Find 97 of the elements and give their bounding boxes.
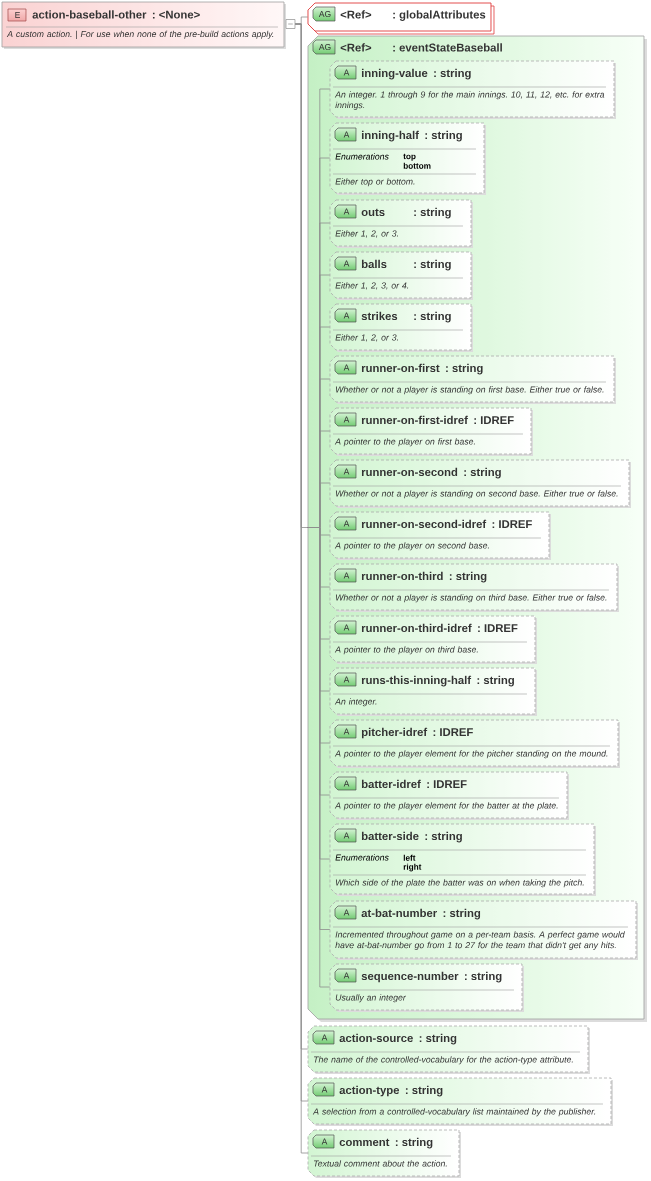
attribute-badge: A xyxy=(334,620,357,635)
type-name: : string xyxy=(405,1085,443,1097)
type-name: : string xyxy=(477,675,514,687)
attribute-badge: A xyxy=(334,65,357,80)
description: An integer. xyxy=(334,698,377,707)
attribute-badge: A xyxy=(334,412,357,427)
description: Either top or bottom. xyxy=(335,178,415,187)
item-name: runs-this-inning-half xyxy=(361,675,472,687)
item-name: runner-on-second xyxy=(361,467,458,477)
description: A pointer to the player on second base. xyxy=(334,542,489,551)
item-name: inning-half xyxy=(362,130,419,142)
description: Incremented throughout game on a per-team basis. A perfect game would have at-bat-number go from 1 to 27 for the team that didn't get any hits. xyxy=(335,931,625,950)
attribute-badge: A xyxy=(312,1030,335,1045)
type-name: : string xyxy=(446,363,483,375)
item-name: batter-side xyxy=(361,831,419,841)
type-name: : string xyxy=(414,259,451,271)
enumeration-value: bottom xyxy=(403,162,431,169)
enumeration-label: Enumerations xyxy=(335,153,389,160)
attribute-group-badge: AG xyxy=(312,6,336,22)
attribute-badge: A xyxy=(334,127,357,142)
type-name: : IDREF xyxy=(474,416,514,424)
item-name: comment xyxy=(339,1138,390,1147)
item-name: runner-on-third-idref xyxy=(361,623,472,633)
attribute-badge: A xyxy=(334,516,357,531)
attribute-badge: A xyxy=(334,568,357,583)
enumeration-label: Enumerations xyxy=(335,854,389,861)
description: A pointer to the player element for the pitcher standing on the mound. xyxy=(334,750,608,759)
type-name: : IDREF xyxy=(433,728,473,736)
type-name: : IDREF xyxy=(478,624,518,632)
type-name: : string xyxy=(425,831,462,843)
description: A custom action. | For use when none of the pre-build actions apply. xyxy=(6,30,274,39)
attribute-group-badge: AG xyxy=(312,39,336,55)
description: Which side of the plate the batter was on when taking the pitch. xyxy=(335,879,584,888)
item-name: action-type xyxy=(339,1085,400,1097)
enumeration-value: top xyxy=(403,153,416,161)
description: A pointer to the player on first base. xyxy=(334,438,475,447)
description: Whether or not a player is standing on second base. Either true or false. xyxy=(335,490,618,499)
description: Either 1, 2, or 3. xyxy=(335,230,398,238)
item-name: runner-on-first xyxy=(361,363,440,373)
attribute-badge: A xyxy=(334,360,357,375)
attribute-badge: A xyxy=(334,256,357,271)
item-name: pitcher-idref xyxy=(361,727,428,739)
attribute-badge: A xyxy=(334,828,357,843)
description: A selection from a controlled-vocabulary list maintained by the publisher. xyxy=(312,1108,596,1117)
element-badge: E xyxy=(7,8,27,22)
description: Whether or not a player is standing on third base. Either true or false. xyxy=(335,594,607,603)
description: Textual comment about the action. xyxy=(314,1160,447,1167)
type-name: : globalAttributes xyxy=(393,10,486,21)
type-name: : string xyxy=(425,130,462,142)
description: Either 1, 2, 3, or 4. xyxy=(335,282,409,290)
item-name: <Ref> xyxy=(340,43,372,52)
attribute-badge: A xyxy=(334,204,357,219)
type-name: : string xyxy=(395,1137,433,1149)
type-name: : string xyxy=(414,207,451,219)
attribute-badge: A xyxy=(334,776,357,791)
attribute-badge: A xyxy=(312,1082,335,1097)
item-name: strikes xyxy=(361,311,398,321)
collapse-toggle xyxy=(285,19,296,29)
attribute-badge: A xyxy=(334,968,357,983)
item-name: balls xyxy=(361,259,387,269)
attribute-badge: A xyxy=(334,308,357,323)
description: Either 1, 2, or 3. xyxy=(335,334,398,342)
item-name: runner-on-first-idref xyxy=(361,415,468,425)
description: An integer. 1 through 9 for the main innings. 10, 11, 12, etc. for extra innings. xyxy=(334,91,605,110)
description: A pointer to the player on third base. xyxy=(334,646,478,655)
enumeration-value: right xyxy=(403,863,422,872)
description: Whether or not a player is standing on first base. Either true or false. xyxy=(335,386,604,395)
item-name: inning-value xyxy=(362,68,428,80)
attribute-badge: A xyxy=(334,672,357,687)
type-name: : IDREF xyxy=(492,520,532,528)
item-name: outs xyxy=(361,208,385,217)
attribute-badge: A xyxy=(334,905,357,920)
item-name: action-baseball-other xyxy=(32,10,147,19)
enumeration-value: left xyxy=(403,854,416,861)
description: A pointer to the player element for the batter at the plate. xyxy=(334,802,558,811)
type-name: : IDREF xyxy=(427,780,467,788)
type-name: : string xyxy=(465,971,502,983)
item-name: action-source xyxy=(339,1033,413,1043)
type-name: : string xyxy=(443,908,481,920)
item-name: at-bat-number xyxy=(361,908,437,918)
description: Usually an integer xyxy=(335,994,407,1003)
type-name: : string xyxy=(419,1033,457,1045)
item-name: <Ref> xyxy=(340,10,372,19)
attribute-badge: A xyxy=(334,724,357,739)
item-name: runner-on-second-idref xyxy=(361,519,487,529)
type-name: : string xyxy=(414,311,451,323)
attribute-badge: A xyxy=(334,464,357,479)
attribute-badge: A xyxy=(312,1134,335,1149)
description: The name of the controlled-vocabulary for the action-type attribute. xyxy=(314,1056,573,1065)
type-name: : eventStateBaseball xyxy=(393,43,502,52)
item-name: runner-on-third xyxy=(361,571,443,581)
type-name: : string xyxy=(464,467,501,479)
type-name: : string xyxy=(449,571,487,583)
item-name: sequence-number xyxy=(361,971,459,983)
type-name: : string xyxy=(434,68,471,80)
type-name: : <None> xyxy=(152,10,200,19)
item-name: batter-idref xyxy=(361,779,421,789)
